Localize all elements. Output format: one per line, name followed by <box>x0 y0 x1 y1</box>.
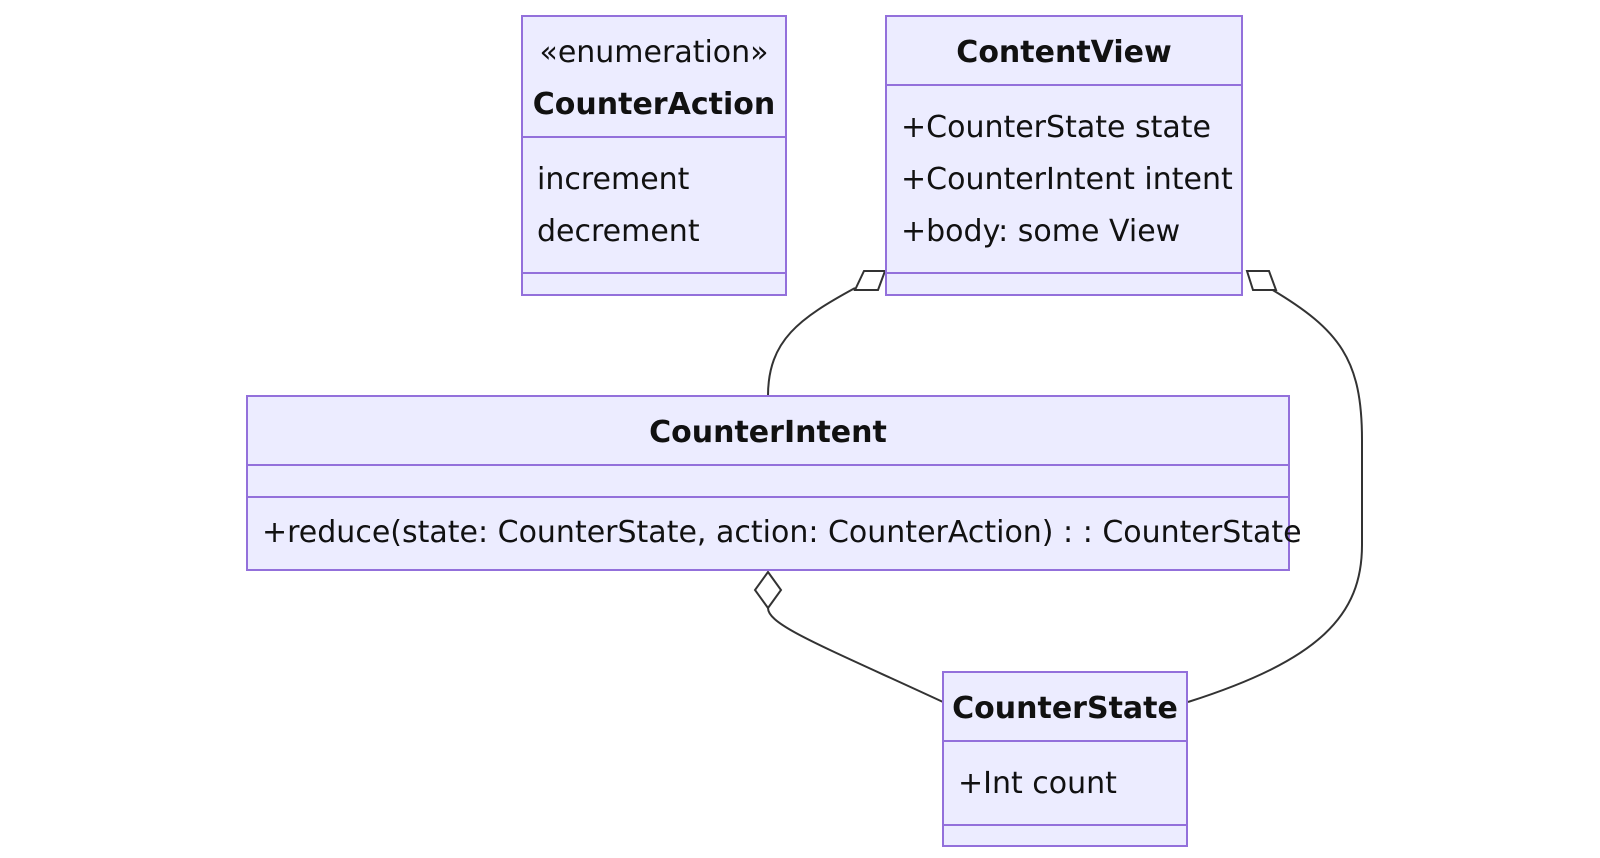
class-method: +reduce(state: CounterState, action: Cou… <box>262 515 1302 550</box>
aggregation-diamond-icon <box>853 270 887 291</box>
class-attribute: +CounterIntent intent <box>901 162 1233 197</box>
class-divider <box>944 824 1186 826</box>
enum-value: increment <box>537 162 690 197</box>
class-counterintent[interactable]: CounterIntent +reduce(state: CounterStat… <box>246 395 1302 571</box>
class-divider <box>523 272 785 274</box>
class-name: ContentView <box>956 35 1172 70</box>
enum-value: decrement <box>537 214 700 249</box>
class-name: CounterIntent <box>649 415 887 450</box>
aggregation-diamond-icon <box>753 570 783 610</box>
class-name: CounterAction <box>532 87 776 122</box>
class-attribute: +body: some View <box>901 214 1181 249</box>
relation-contentview-counterstate <box>1187 270 1363 703</box>
class-divider <box>887 272 1241 274</box>
class-name: CounterState <box>952 691 1178 726</box>
class-divider <box>887 84 1241 86</box>
class-attribute: +Int count <box>958 766 1117 801</box>
class-attribute: +CounterState state <box>901 110 1211 145</box>
class-divider <box>523 136 785 138</box>
class-stereotype: «enumeration» <box>539 35 769 70</box>
aggregation-diamond-icon <box>1245 270 1278 291</box>
class-counteraction[interactable]: «enumeration» CounterAction increment de… <box>521 15 787 296</box>
class-divider <box>944 740 1186 742</box>
class-counterstate[interactable]: CounterState +Int count <box>942 671 1188 847</box>
class-divider <box>248 496 1288 498</box>
relation-contentview-counterintent <box>767 270 887 397</box>
class-divider <box>248 464 1288 466</box>
class-contentview[interactable]: ContentView +CounterState state +Counter… <box>885 15 1243 296</box>
relation-counterintent-counterstate <box>753 570 944 703</box>
